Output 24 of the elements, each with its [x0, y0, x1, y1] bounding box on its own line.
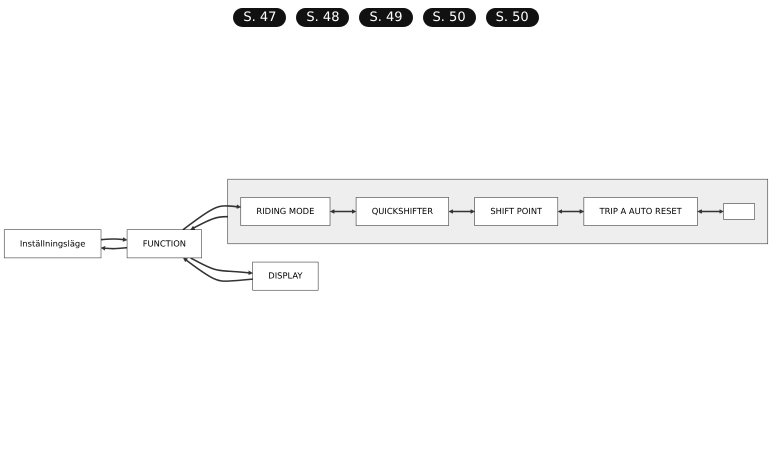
arrow: [558, 210, 584, 214]
arrow: [448, 210, 475, 214]
cluster: [228, 179, 768, 244]
node-box: Inställningsläge: [4, 230, 102, 258]
arrow: [183, 258, 253, 282]
node-box: DISPLAY: [252, 262, 318, 291]
arrow: [190, 216, 228, 230]
page-reference: S. 47: [233, 8, 286, 27]
arrow: [100, 246, 128, 251]
node-box: TRIP A AUTO RESET: [584, 197, 698, 226]
arrow: [100, 238, 128, 242]
node-box: RIDING MODE: [240, 197, 330, 226]
page-reference: S. 49: [359, 8, 413, 27]
page-reference: S. 50: [422, 8, 476, 27]
node-box: QUICKSHIFTER: [356, 197, 449, 226]
arrow: [697, 210, 724, 214]
page-reference: S. 48: [296, 8, 350, 27]
arrow: [190, 258, 253, 276]
arrow: [330, 210, 356, 214]
page-reference: S. 50: [486, 8, 539, 27]
node-box: FUNCTION: [126, 230, 202, 258]
node-box: SHIFT POINT: [474, 197, 558, 226]
node-box: [723, 204, 755, 220]
arrow: [182, 204, 241, 231]
